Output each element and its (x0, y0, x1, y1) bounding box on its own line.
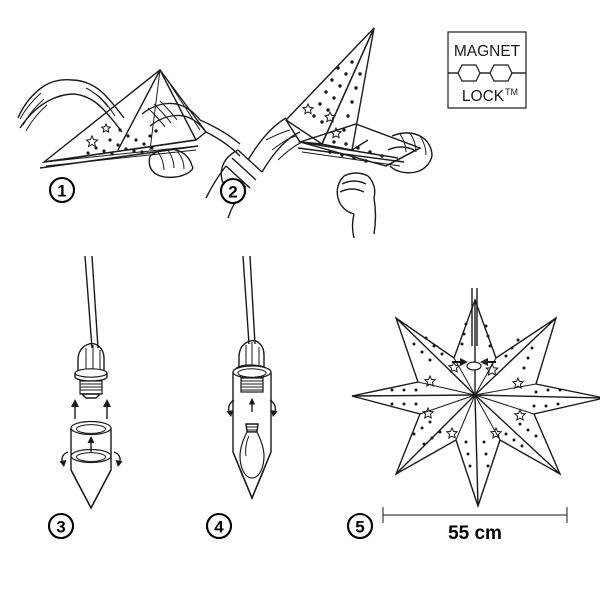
step-4-badge-label: 4 (214, 518, 224, 537)
step-2-badge-label: 2 (228, 183, 237, 202)
step-1-badge: 1 (48, 176, 76, 204)
step-3-illustration (59, 255, 123, 510)
magnet-lock-badge: MAGNET LOCK TM (447, 31, 527, 109)
step-2-badge: 2 (219, 177, 247, 205)
step-3-badge: 3 (47, 512, 75, 540)
star-width-dimension: 55 cm (382, 507, 568, 544)
step-1-illustration (17, 68, 241, 179)
step-5-badge-label: 5 (355, 518, 364, 537)
magnet-lock-line1: MAGNET (454, 43, 521, 60)
magnet-lock-line2: LOCK (462, 88, 505, 105)
step-2-illustration (205, 27, 433, 239)
step-3-up-arrows (71, 399, 111, 419)
step-5-badge: 5 (346, 512, 374, 540)
dimension-label: 55 cm (448, 523, 502, 544)
step-3-badge-label: 3 (56, 518, 65, 537)
step-1-badge-label: 1 (57, 182, 66, 201)
step-5-illustration (351, 288, 600, 509)
step-4-badge: 4 (205, 512, 233, 540)
step-4-illustration (226, 255, 278, 500)
magnet-lock-trademark: TM (505, 87, 518, 97)
